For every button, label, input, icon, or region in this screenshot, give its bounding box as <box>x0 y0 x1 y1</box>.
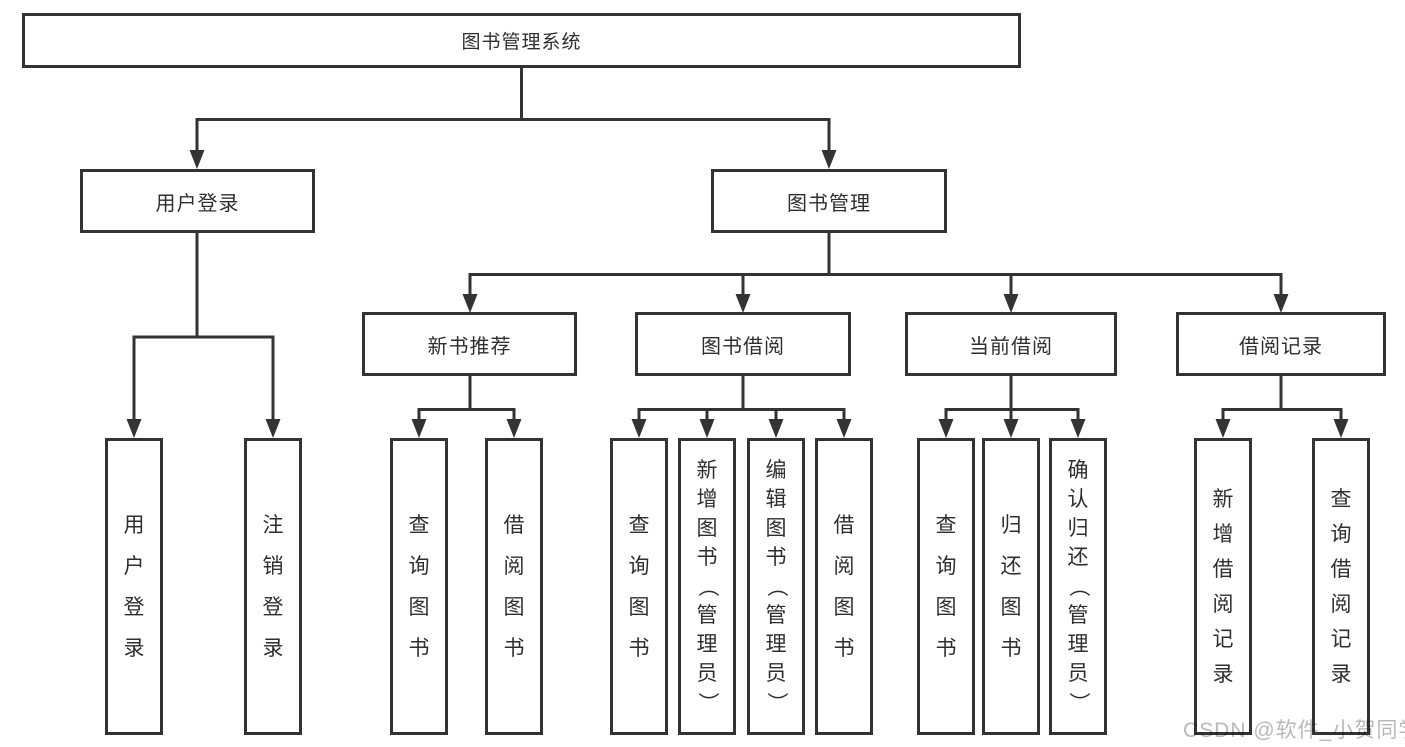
connector-user-login-children <box>126 233 281 438</box>
arrowhead <box>411 419 427 438</box>
connector-book-mgmt-to-level3 <box>462 233 1289 313</box>
arrowhead <box>699 419 715 438</box>
arrowhead <box>265 419 281 438</box>
arrowhead <box>1070 419 1086 438</box>
node-label: 用户登录 <box>155 192 240 215</box>
node-borrow-records: 借阅记录 <box>1176 312 1386 376</box>
connector-root-to-level2 <box>189 68 837 169</box>
csdn-watermark: CSDN @软件_小贺同学 <box>1183 719 1405 742</box>
leaf-query-books-borrow: 查询图书 <box>610 438 668 735</box>
node-label: 当前借阅 <box>969 335 1053 358</box>
leaf-user-login: 用户登录 <box>105 438 163 735</box>
arrowhead <box>1003 294 1019 313</box>
arrowhead <box>506 419 522 438</box>
arrowhead <box>631 419 647 438</box>
leaf-query-books-current: 查询图书 <box>917 438 975 735</box>
arrowhead <box>1333 419 1349 438</box>
node-label: 新增借阅记录 <box>1212 487 1234 686</box>
node-label: 确认归还（管理员） <box>1066 459 1090 713</box>
arrowhead <box>768 419 784 438</box>
node-library-management-system: 图书管理系统 <box>22 13 1021 68</box>
node-label: 查询借阅记录 <box>1330 487 1352 686</box>
leaf-query-books-recommend: 查询图书 <box>390 438 448 735</box>
node-label: 借阅记录 <box>1239 335 1323 358</box>
arrowhead <box>126 419 142 438</box>
arrowhead <box>735 294 751 313</box>
leaf-borrow-books-recommend: 借阅图书 <box>485 438 543 735</box>
arrowhead <box>821 150 837 169</box>
arrowhead <box>836 419 852 438</box>
arrowhead <box>1003 419 1019 438</box>
node-label: 用户登录 <box>123 513 145 660</box>
node-label: 查询图书 <box>935 513 957 660</box>
node-label: 查询图书 <box>628 513 650 660</box>
connector-new-books-children <box>411 376 522 438</box>
node-label: 图书管理系统 <box>461 32 582 53</box>
node-label: 借阅图书 <box>833 513 855 660</box>
leaf-logout: 注销登录 <box>244 438 302 735</box>
arrowhead <box>462 294 478 313</box>
arrowhead <box>1215 419 1231 438</box>
node-label: 编辑图书（管理员） <box>764 459 788 713</box>
connector-borrow-records-children <box>1215 376 1349 438</box>
leaf-borrow-books: 借阅图书 <box>815 438 873 735</box>
node-label: 注销登录 <box>262 513 284 660</box>
arrowhead <box>1273 294 1289 313</box>
leaf-query-borrow-record: 查询借阅记录 <box>1312 438 1370 735</box>
arrowhead <box>938 419 954 438</box>
leaf-add-books-admin: 新增图书（管理员） <box>678 438 736 735</box>
node-current-borrow: 当前借阅 <box>905 312 1117 376</box>
connector-current-borrow-children <box>938 376 1086 438</box>
node-label: 新书推荐 <box>427 335 512 358</box>
leaf-return-books: 归还图书 <box>982 438 1040 735</box>
node-label: 新增图书（管理员） <box>695 459 719 713</box>
node-book-borrow: 图书借阅 <box>635 312 851 376</box>
node-label: 图书管理 <box>787 192 871 215</box>
node-label: 借阅图书 <box>503 513 525 660</box>
leaf-add-borrow-record: 新增借阅记录 <box>1194 438 1252 735</box>
leaf-edit-books-admin: 编辑图书（管理员） <box>747 438 805 735</box>
arrowhead <box>189 150 205 169</box>
node-label: 图书借阅 <box>701 335 785 358</box>
leaf-confirm-return-admin: 确认归还（管理员） <box>1049 438 1107 735</box>
node-book-management: 图书管理 <box>711 169 947 233</box>
node-user-login: 用户登录 <box>80 169 315 233</box>
connector-book-borrow-children <box>631 376 852 438</box>
node-label: 查询图书 <box>408 513 430 660</box>
node-new-book-recommend: 新书推荐 <box>362 312 577 376</box>
node-label: 归还图书 <box>1000 513 1022 660</box>
